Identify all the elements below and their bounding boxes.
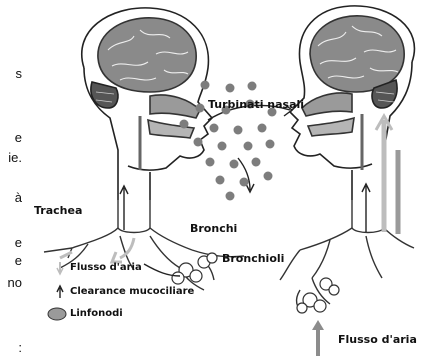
label-trachea: Trachea xyxy=(34,204,82,217)
bottom-flow-arrow xyxy=(312,320,324,356)
label-turbinati-nasali: Turbinati nasali xyxy=(208,98,304,111)
legend-symbols xyxy=(48,262,66,320)
legend-item-mucociliary: Clearance mucociliare xyxy=(70,286,194,297)
legend-item-lymph-nodes: Linfonodi xyxy=(70,308,123,319)
brain-right xyxy=(310,16,404,92)
label-bronchi: Bronchi xyxy=(190,222,237,235)
brain-left xyxy=(98,18,196,92)
label-bronchioli: Bronchioli xyxy=(222,252,284,265)
left-head xyxy=(82,8,212,200)
legend-item-airflow: Flusso d'aria xyxy=(70,262,142,273)
label-flusso-aria-bottom: Flusso d'aria xyxy=(338,333,417,346)
